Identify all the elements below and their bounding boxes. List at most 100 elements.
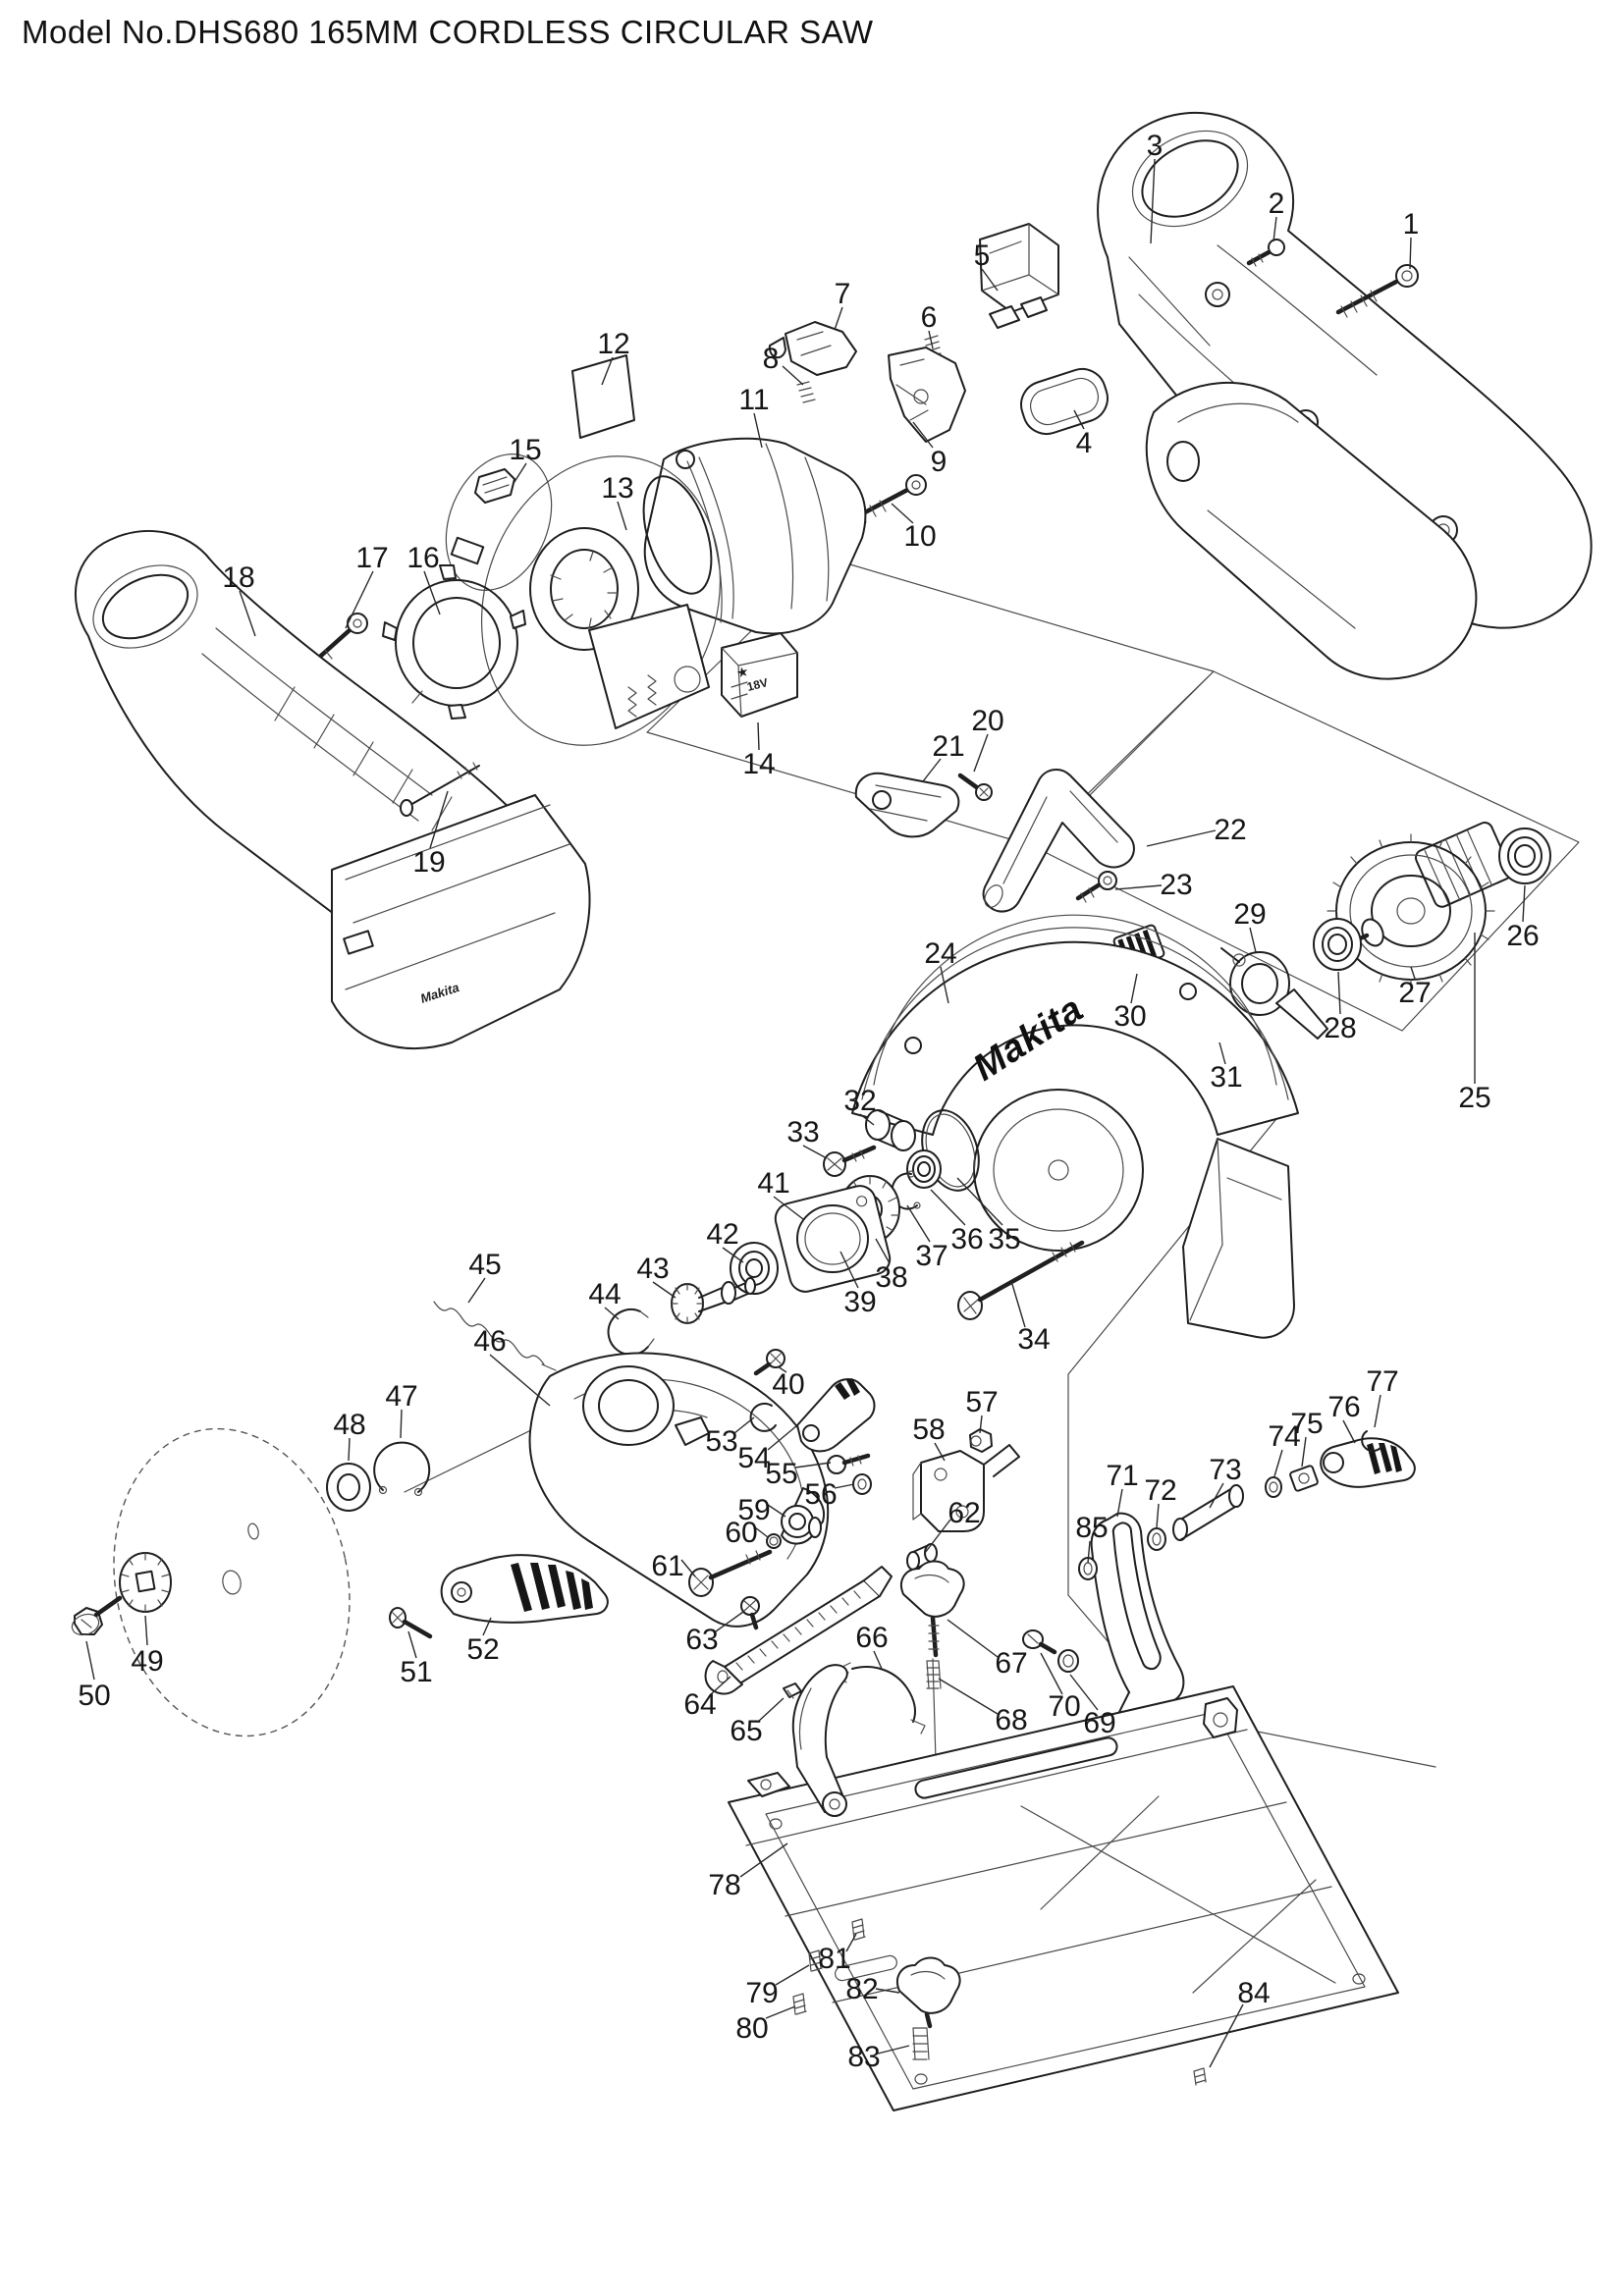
part-leader-55 — [794, 1462, 832, 1468]
part-8-spring — [796, 381, 816, 403]
part-leader-71 — [1116, 1488, 1123, 1518]
part-leader-1 — [1409, 237, 1412, 270]
part-4-gasket — [1020, 367, 1109, 436]
part-label-67: 67 — [995, 1647, 1027, 1680]
part-33-bolt — [823, 1145, 877, 1177]
part-leader-64 — [710, 1676, 731, 1695]
part-label-71: 71 — [1106, 1460, 1138, 1492]
part-label-41: 41 — [757, 1167, 789, 1200]
part-leader-43 — [652, 1281, 677, 1299]
part-label-29: 29 — [1233, 898, 1266, 931]
part-leader-58 — [934, 1442, 946, 1462]
part-leader-18 — [239, 590, 256, 637]
part-9-link-lever — [888, 347, 966, 443]
part-26-bearing — [1498, 828, 1551, 884]
part-leader-21 — [922, 758, 942, 782]
part-25-27-armature — [1326, 822, 1531, 988]
part-59-knob-nut — [781, 1505, 822, 1538]
part-leader-54 — [767, 1424, 798, 1451]
part-76-clamp-lever — [1320, 1437, 1416, 1488]
part-label-54: 54 — [737, 1442, 770, 1474]
part-label-13: 13 — [601, 472, 633, 505]
part-label-43: 43 — [636, 1253, 669, 1285]
part-label-81: 81 — [818, 1943, 850, 1975]
part-leader-70 — [1040, 1652, 1063, 1695]
part-label-24: 24 — [924, 937, 956, 970]
part-label-42: 42 — [706, 1218, 738, 1251]
part-label-55: 55 — [765, 1458, 797, 1490]
part-label-77: 77 — [1366, 1365, 1398, 1398]
part-label-51: 51 — [400, 1656, 432, 1688]
part-label-27: 27 — [1398, 977, 1431, 1009]
part-51-screw — [389, 1607, 433, 1639]
part-label-40: 40 — [772, 1368, 804, 1401]
part-leader-56 — [834, 1483, 855, 1489]
part-leader-3 — [1150, 158, 1156, 244]
part-label-47: 47 — [385, 1380, 417, 1413]
part-label-37: 37 — [915, 1240, 947, 1272]
part-label-34: 34 — [1017, 1323, 1050, 1356]
part-leader-75 — [1301, 1436, 1307, 1468]
part-labels-layer: 1234567891011121314151617181920212223242… — [78, 130, 1539, 2073]
part-58-bracket — [912, 1444, 1020, 1532]
part-12-nameplate — [571, 354, 635, 439]
part-label-11: 11 — [738, 384, 769, 416]
part-68-spring — [926, 1660, 942, 1689]
part-leader-47 — [400, 1409, 403, 1439]
part-leader-66 — [873, 1650, 883, 1670]
part-leader-30 — [1130, 973, 1138, 1004]
part-19-screw — [400, 762, 480, 817]
part-78-base-plate — [728, 1664, 1399, 2111]
part-label-85: 85 — [1075, 1512, 1108, 1544]
part-label-83: 83 — [847, 2041, 880, 2073]
part-label-14: 14 — [742, 748, 775, 780]
part-16-baffle-ring — [382, 564, 526, 720]
part-label-69: 69 — [1083, 1707, 1115, 1739]
part-label-65: 65 — [730, 1715, 762, 1747]
part-leader-7 — [834, 306, 843, 331]
part-18-handle-housing: Makita — [75, 529, 591, 1050]
part-label-62: 62 — [947, 1497, 980, 1529]
part-28-bearing — [1313, 918, 1362, 971]
part-leader-59 — [767, 1504, 786, 1518]
part-label-10: 10 — [903, 520, 936, 553]
part-leader-63 — [715, 1611, 744, 1632]
part-56-washer — [852, 1473, 872, 1495]
part-label-31: 31 — [1210, 1061, 1242, 1094]
part-leader-44 — [604, 1307, 620, 1320]
part-label-5: 5 — [974, 240, 991, 272]
part-leader-28 — [1337, 971, 1341, 1015]
part-63-screw — [740, 1596, 760, 1630]
part-3-handle-housing — [1097, 111, 1593, 680]
part-leader-84 — [1209, 2003, 1244, 2068]
part-label-35: 35 — [988, 1223, 1020, 1255]
part-label-82: 82 — [845, 1973, 878, 2005]
part-leader-51 — [407, 1630, 417, 1659]
part-label-18: 18 — [222, 561, 254, 594]
part-label-72: 72 — [1144, 1474, 1176, 1507]
part-label-74: 74 — [1268, 1420, 1300, 1453]
part-leader-48 — [348, 1437, 351, 1462]
part-leader-73 — [1209, 1482, 1224, 1509]
part-leader-31 — [1218, 1041, 1226, 1065]
part-leader-26 — [1522, 884, 1526, 923]
part-label-80: 80 — [735, 2012, 768, 2045]
part-leader-68 — [938, 1678, 999, 1715]
part-67-wing-bolt — [900, 1560, 965, 1658]
part-leader-38 — [875, 1238, 891, 1264]
part-label-15: 15 — [509, 434, 541, 466]
part-label-20: 20 — [971, 705, 1003, 737]
part-label-9: 9 — [931, 446, 947, 478]
part-66-wire-guard — [839, 1662, 926, 1735]
part-14-terminal-block: ★ 18V — [721, 632, 798, 718]
part-label-58: 58 — [912, 1414, 945, 1446]
part-leader-13 — [617, 501, 627, 531]
part-leader-37 — [906, 1204, 931, 1243]
part-50-bolt — [71, 1595, 123, 1636]
part-label-25: 25 — [1458, 1082, 1490, 1114]
part-leader-24 — [940, 966, 949, 1004]
part-label-6: 6 — [921, 301, 938, 334]
part-leader-36 — [930, 1189, 966, 1226]
part-label-59: 59 — [737, 1494, 770, 1526]
part-leader-74 — [1273, 1449, 1283, 1477]
